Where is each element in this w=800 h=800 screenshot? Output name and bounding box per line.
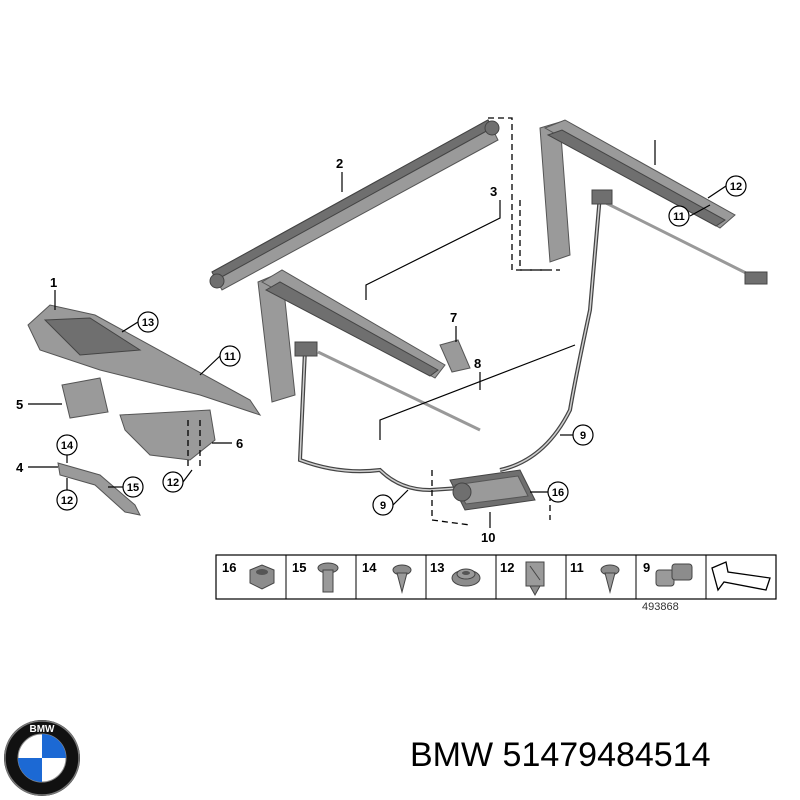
arrow-icon [711,561,771,592]
svg-text:9: 9 [380,500,386,512]
callout-8: 7 [450,310,457,325]
svg-text:16: 16 [552,487,564,499]
clip-nut-icon [525,561,545,597]
svg-text:15: 15 [292,560,306,575]
part-2-roof-rail [209,119,500,291]
legend-cell-14: 14 [362,560,412,594]
svg-text:15: 15 [127,482,139,494]
svg-text:9: 9 [580,430,586,442]
circle-callout-11-a: 11 [199,345,241,376]
circle-callout-9-b: 9 [372,489,409,516]
svg-text:14: 14 [61,440,74,452]
hardware-legend: 16 15 14 13 [215,554,777,600]
callout-7: 8 [474,356,481,371]
circle-callout-9-a: 9 [560,424,594,446]
part-8-bracket [439,339,471,373]
circle-callout-14: 14 [56,434,78,463]
callout-1: 1 [50,275,57,290]
svg-text:12: 12 [167,477,179,489]
svg-text:13: 13 [430,560,444,575]
circle-callout-11-b: 11 [668,204,711,227]
legend-cell-11: 11 [570,560,620,594]
part-3-frame-right [539,119,768,285]
svg-text:12: 12 [61,495,73,507]
legend-cell-13: 13 [430,560,481,587]
svg-text:11: 11 [673,211,685,223]
part-4-strap [57,462,141,516]
svg-text:11: 11 [570,560,584,575]
part-10-drive-motor [449,469,536,511]
bmw-logo-icon: BMW [4,720,80,796]
part-7-drive-cables [294,189,613,493]
callout-10: 10 [481,530,495,545]
legend-cell-16: 16 [222,560,275,590]
circle-callout-12-a: 12 [707,175,747,199]
bolt-icon [317,562,339,593]
callout-2: 2 [336,156,343,171]
image-number: 493868 [642,601,679,613]
flange-nut-icon [451,568,481,587]
logo-letters: BMW [30,724,56,735]
circle-callout-12-c: 12 [56,478,78,511]
svg-text:16: 16 [222,560,236,575]
part-6-bracket [119,409,216,461]
svg-text:14: 14 [362,560,377,575]
part-3-frame-left [257,269,481,432]
svg-text:9: 9 [643,560,650,575]
circle-callout-15: 15 [108,476,144,498]
circle-callout-13-a: 13 [121,311,159,333]
circle-callout-16: 16 [530,481,569,503]
legend-cell-12: 12 [500,560,545,597]
svg-text:12: 12 [730,181,742,193]
hex-nut-icon [249,564,275,590]
part-1-trim-panel [27,304,262,416]
svg-text:13: 13 [142,317,154,329]
screw-icon [600,564,620,594]
callout-6: 6 [236,436,243,451]
screw-icon [392,564,412,594]
callout-3: 3 [490,184,497,199]
clamp-icon [655,563,693,587]
callout-5: 5 [16,397,23,412]
svg-text:12: 12 [500,560,514,575]
circle-callout-12-b: 12 [162,469,193,493]
part-5-holder [61,377,109,419]
svg-text:11: 11 [224,351,236,363]
legend-cell-15: 15 [292,560,339,593]
legend-cell-9: 9 [643,560,693,587]
callout-4: 4 [16,460,24,475]
brand-part-number: BMW 51479484514 [410,736,711,774]
